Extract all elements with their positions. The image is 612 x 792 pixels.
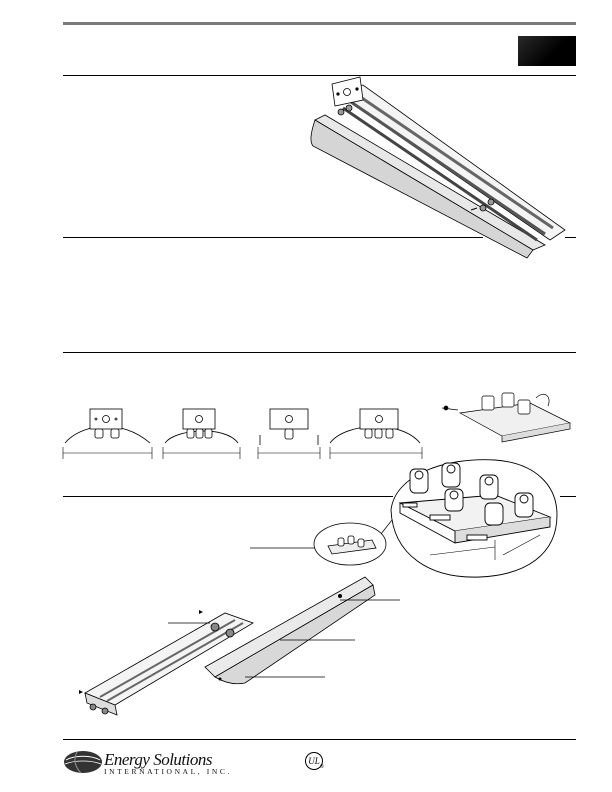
company-subtitle: INTERNATIONAL, INC. [104,767,232,776]
socket-assembly-illustration [441,392,572,443]
section-rule-3 [63,352,576,354]
fixture-overview-illustration [310,76,566,259]
section-rule-4-tail [560,496,576,498]
section-rule-2 [63,237,483,239]
section-rule-1 [63,75,576,77]
company-name: Energy Solutions [104,750,213,769]
section-rule-2-tail [565,237,576,239]
footer-rule [63,739,576,741]
header-top-rule [63,22,576,25]
header-black-block [518,36,576,66]
leader-lines [168,547,400,678]
cross-section-profiles [62,408,423,459]
ul-listed-icon: UL [305,752,323,770]
globe-logo-icon [64,751,102,774]
socket-callout-oval [313,522,387,566]
section-rule-4 [63,496,393,498]
exploded-fixture-assembly [79,576,376,716]
registered-mark: ® [320,764,324,770]
detail-magnifier-circle [390,459,558,578]
